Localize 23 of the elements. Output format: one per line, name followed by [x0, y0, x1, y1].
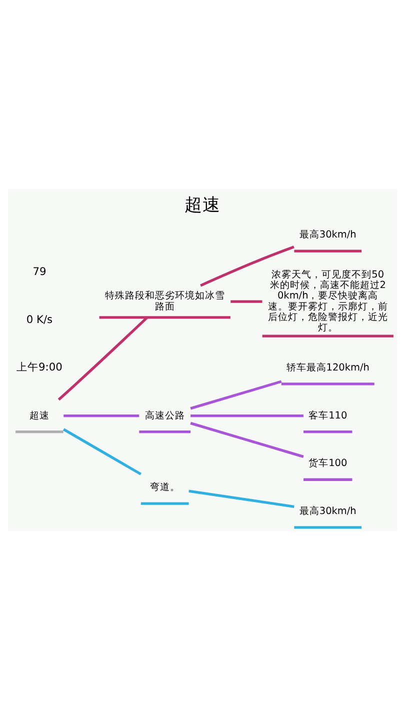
label: 79: [32, 265, 46, 278]
label: 上午9:00: [16, 360, 62, 374]
node-text: 特殊路段和恶劣环境如冰雪路面: [104, 290, 225, 312]
node-text: 最高30km/h: [299, 506, 356, 517]
node-text: 弯道。: [150, 482, 180, 494]
node-text: 超速: [29, 410, 50, 422]
connector: [190, 414, 304, 418]
connector: [64, 414, 140, 418]
node-text: 货车100: [308, 458, 348, 470]
connector: [230, 300, 262, 303]
connector: [190, 380, 282, 410]
connector: [190, 422, 304, 458]
connector: [58, 316, 148, 401]
node-text: 最高30km/h: [299, 230, 356, 241]
connector: [200, 246, 294, 287]
label: 0 K/s: [26, 312, 53, 326]
diagram-title: 超速: [184, 195, 220, 216]
connector: [188, 490, 294, 508]
node-text: 客车110: [308, 410, 348, 422]
node-text: 浓雾天气，可见度不到50米的时候，高速不能超过20km/h，要尽快驶离高速。要开雾灯，示廓灯，前后位灯，危险警报灯，近光灯。: [268, 269, 388, 334]
connector: [62, 428, 142, 476]
node-text: 轿车最高120km/h: [286, 362, 370, 374]
node-text: 高速公路: [144, 410, 185, 422]
